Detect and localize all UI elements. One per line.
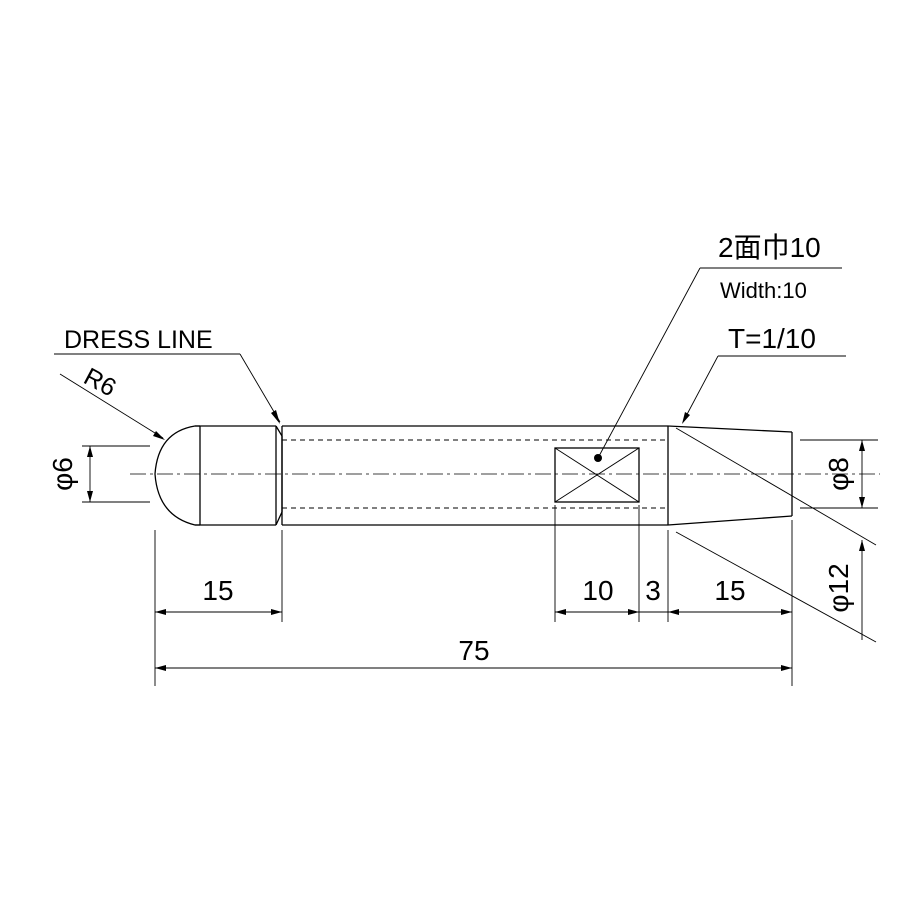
dia-12-label: φ12 — [823, 563, 854, 612]
dimension-total-length: 75 — [155, 635, 792, 671]
width-callout: 2面巾10 Width:10 — [597, 232, 842, 459]
total-length-label: 75 — [458, 635, 489, 666]
width-jp-label: 2面巾10 — [718, 232, 821, 263]
radius-label: R6 — [79, 363, 120, 403]
dia-8-label: φ8 — [823, 457, 854, 491]
radius-callout: R6 — [59, 363, 165, 440]
dimension-tip-length: 15 — [154, 530, 283, 686]
dress-line-callout: DRESS LINE — [54, 326, 281, 424]
part-outline — [154, 425, 793, 526]
dia-6-label: φ6 — [47, 457, 78, 491]
gap-length-label: 3 — [645, 575, 661, 606]
tip-length-label: 15 — [202, 575, 233, 606]
taper-callout: T=1/10 — [682, 323, 846, 424]
taper-length-label: 15 — [714, 575, 745, 606]
dress-line-label: DRESS LINE — [64, 326, 213, 354]
width-en-label: Width:10 — [720, 278, 807, 303]
dimension-dia-6: φ6 — [47, 445, 150, 503]
taper-label: T=1/10 — [728, 323, 816, 354]
flat-length-label: 10 — [582, 575, 613, 606]
dimension-dia-12: φ12 — [675, 427, 877, 643]
dimension-dia-8: φ8 — [800, 439, 878, 509]
dimension-right-lengths: 10 3 15 — [554, 505, 793, 686]
